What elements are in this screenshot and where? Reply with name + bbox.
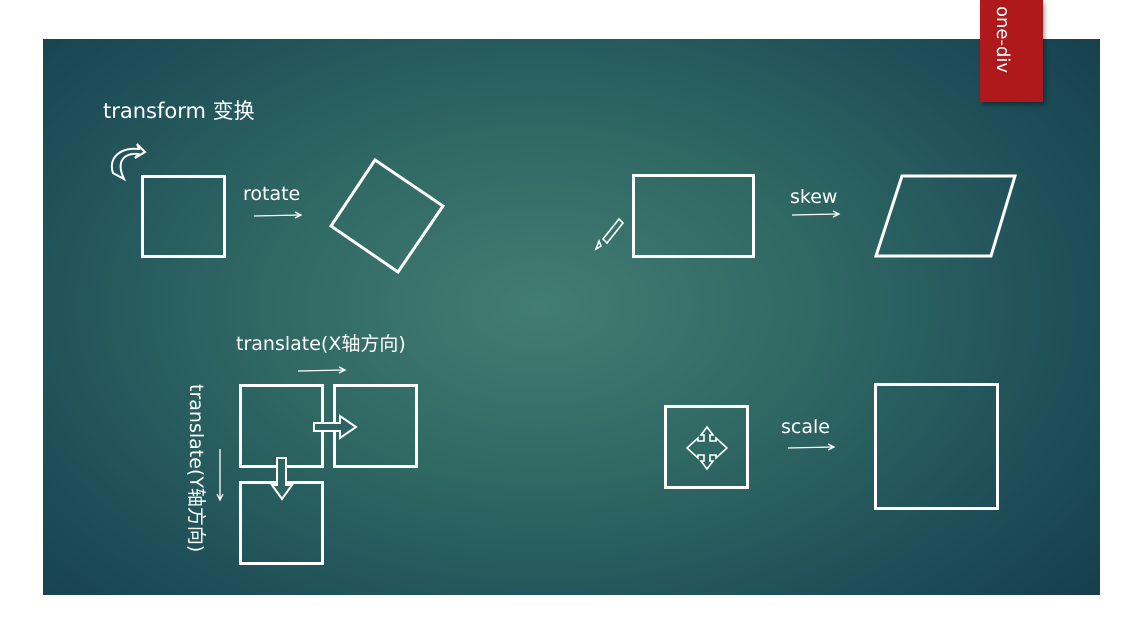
scale-arrow <box>787 443 836 451</box>
translate-original-square <box>239 384 324 468</box>
scale-enlarged-square <box>874 383 999 510</box>
skew-parallelogram <box>873 174 1018 258</box>
rotate-rotated-square <box>328 157 446 275</box>
translate-x-label: translate(X轴方向) <box>236 333 406 355</box>
scale-original-square <box>664 405 749 489</box>
skew-label: skew <box>790 186 838 208</box>
rotate-label: rotate <box>243 183 301 205</box>
translate-y-arrow <box>216 449 224 502</box>
rotate-arrow <box>253 211 303 219</box>
scale-move-arrows-icon <box>685 425 729 471</box>
translate-x-arrow <box>297 366 347 374</box>
corner-tag <box>980 0 1043 102</box>
scale-label: scale <box>781 416 830 438</box>
skew-arrow <box>791 210 841 218</box>
rotate-original-square <box>141 175 226 258</box>
slide-heading: transform 变换 <box>103 99 255 123</box>
skew-original-rectangle <box>632 174 755 258</box>
rotate-curved-arrow-icon <box>110 143 147 182</box>
slide-background <box>43 39 1100 595</box>
skew-diagonal-arrow-icon <box>594 217 625 251</box>
translate-right-block-arrow-icon <box>313 414 358 440</box>
translate-down-block-arrow-icon <box>270 457 294 501</box>
